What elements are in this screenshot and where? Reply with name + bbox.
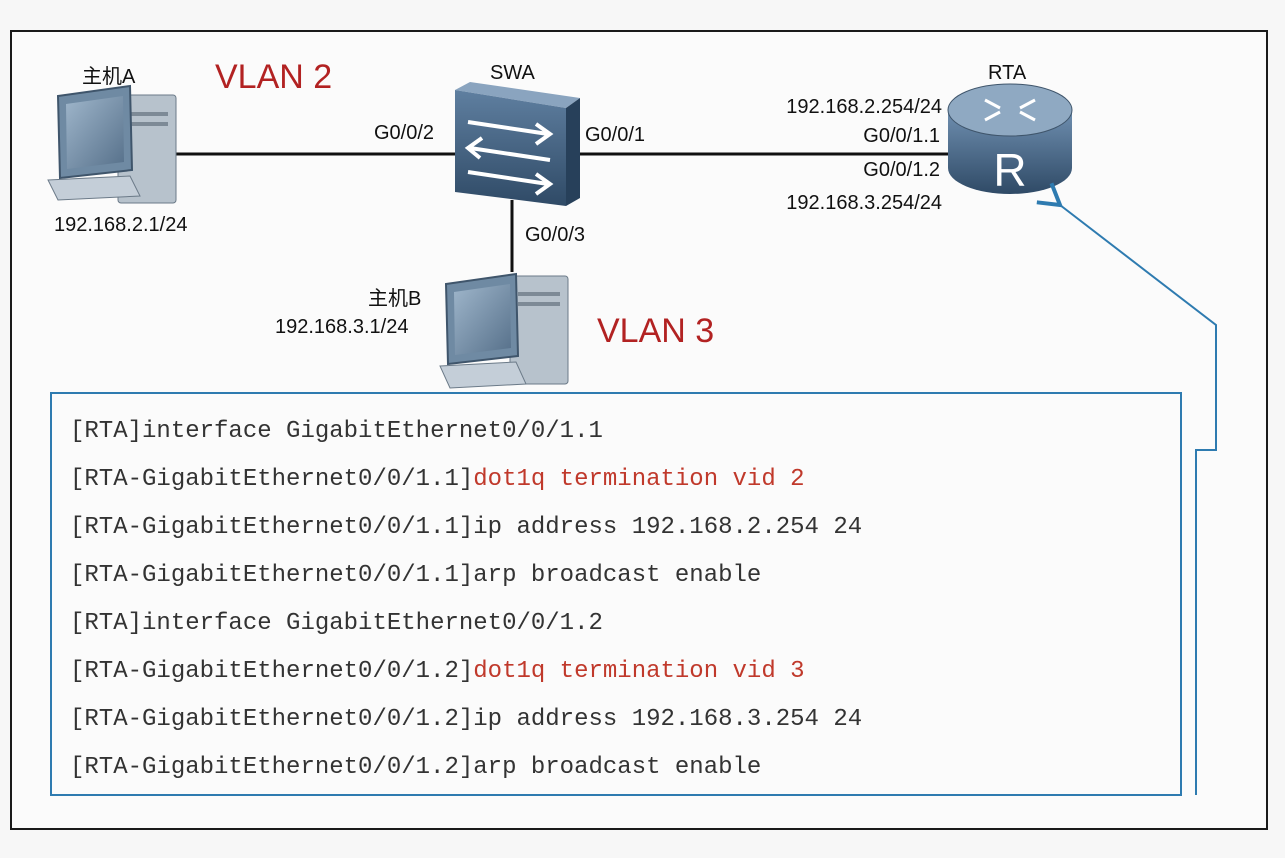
- cli-command: interface GigabitEthernet0/0/1.2: [142, 610, 603, 637]
- cli-command: arp broadcast enable: [473, 754, 762, 781]
- router-sub2-ip: 192.168.3.254/24: [786, 192, 942, 214]
- host-a-computer-icon: [47, 84, 177, 204]
- host-b-name: 主机B: [368, 288, 422, 310]
- cli-prompt: [RTA-GigabitEthernet0/0/1.2]: [70, 706, 474, 733]
- router-name: RTA: [988, 62, 1027, 84]
- cli-line: [RTA-GigabitEthernet0/0/1.2]dot1q termin…: [70, 658, 805, 685]
- host-b-computer-icon: [439, 272, 569, 389]
- host-b-ip: 192.168.3.1/24: [275, 316, 409, 338]
- router-sub2-interface: G0/0/1.2: [863, 159, 940, 181]
- cli-command: ip address 192.168.3.254 24: [473, 706, 863, 733]
- cli-command: dot1q termination vid 3: [473, 658, 805, 685]
- cli-command: ip address 192.168.2.254 24: [473, 514, 863, 541]
- cli-prompt: [RTA-GigabitEthernet0/0/1.1]: [70, 514, 474, 541]
- cli-line: [RTA]interface GigabitEthernet0/0/1.2: [70, 610, 603, 637]
- switch-port-g0-0-1: G0/0/1: [585, 124, 646, 146]
- cli-prompt: [RTA-GigabitEthernet0/0/1.1]: [70, 466, 474, 493]
- cli-prompt: [RTA-GigabitEthernet0/0/1.2]: [70, 754, 474, 781]
- cli-line: [RTA]interface GigabitEthernet0/0/1.1: [70, 418, 603, 445]
- cli-line: [RTA-GigabitEthernet0/0/1.2]ip address 1…: [70, 706, 862, 733]
- vlan-2-label: VLAN 2: [215, 58, 333, 96]
- switch-port-g0-0-3: G0/0/3: [525, 224, 586, 246]
- cli-command: arp broadcast enable: [473, 562, 762, 589]
- callout-connector: [1036, 182, 1217, 795]
- cli-prompt: [RTA-GigabitEthernet0/0/1.2]: [70, 658, 474, 685]
- switch-name: SWA: [490, 62, 535, 84]
- switch-icon: [455, 82, 580, 206]
- router-sub1-ip: 192.168.2.254/24: [786, 96, 942, 118]
- router-sub1-interface: G0/0/1.1: [863, 125, 940, 147]
- cli-line: [RTA-GigabitEthernet0/0/1.1]dot1q termin…: [70, 466, 805, 493]
- cli-line: [RTA-GigabitEthernet0/0/1.2]arp broadcas…: [70, 754, 761, 781]
- host-a-name: 主机A: [82, 66, 136, 88]
- router-icon: R: [947, 83, 1073, 196]
- cli-prompt: [RTA]: [70, 418, 143, 445]
- cli-config-box: [RTA]interface GigabitEthernet0/0/1.1[RT…: [50, 392, 1182, 796]
- vlan-3-label: VLAN 3: [597, 312, 715, 350]
- cli-line: [RTA-GigabitEthernet0/0/1.1]arp broadcas…: [70, 562, 761, 589]
- cli-prompt: [RTA]: [70, 610, 143, 637]
- cli-line: [RTA-GigabitEthernet0/0/1.1]ip address 1…: [70, 514, 862, 541]
- cli-prompt: [RTA-GigabitEthernet0/0/1.1]: [70, 562, 474, 589]
- switch-port-g0-0-2: G0/0/2: [374, 122, 435, 144]
- cli-command: dot1q termination vid 2: [473, 466, 805, 493]
- router-symbol: R: [993, 144, 1026, 196]
- cli-command: interface GigabitEthernet0/0/1.1: [142, 418, 603, 445]
- host-a-ip: 192.168.2.1/24: [54, 214, 188, 236]
